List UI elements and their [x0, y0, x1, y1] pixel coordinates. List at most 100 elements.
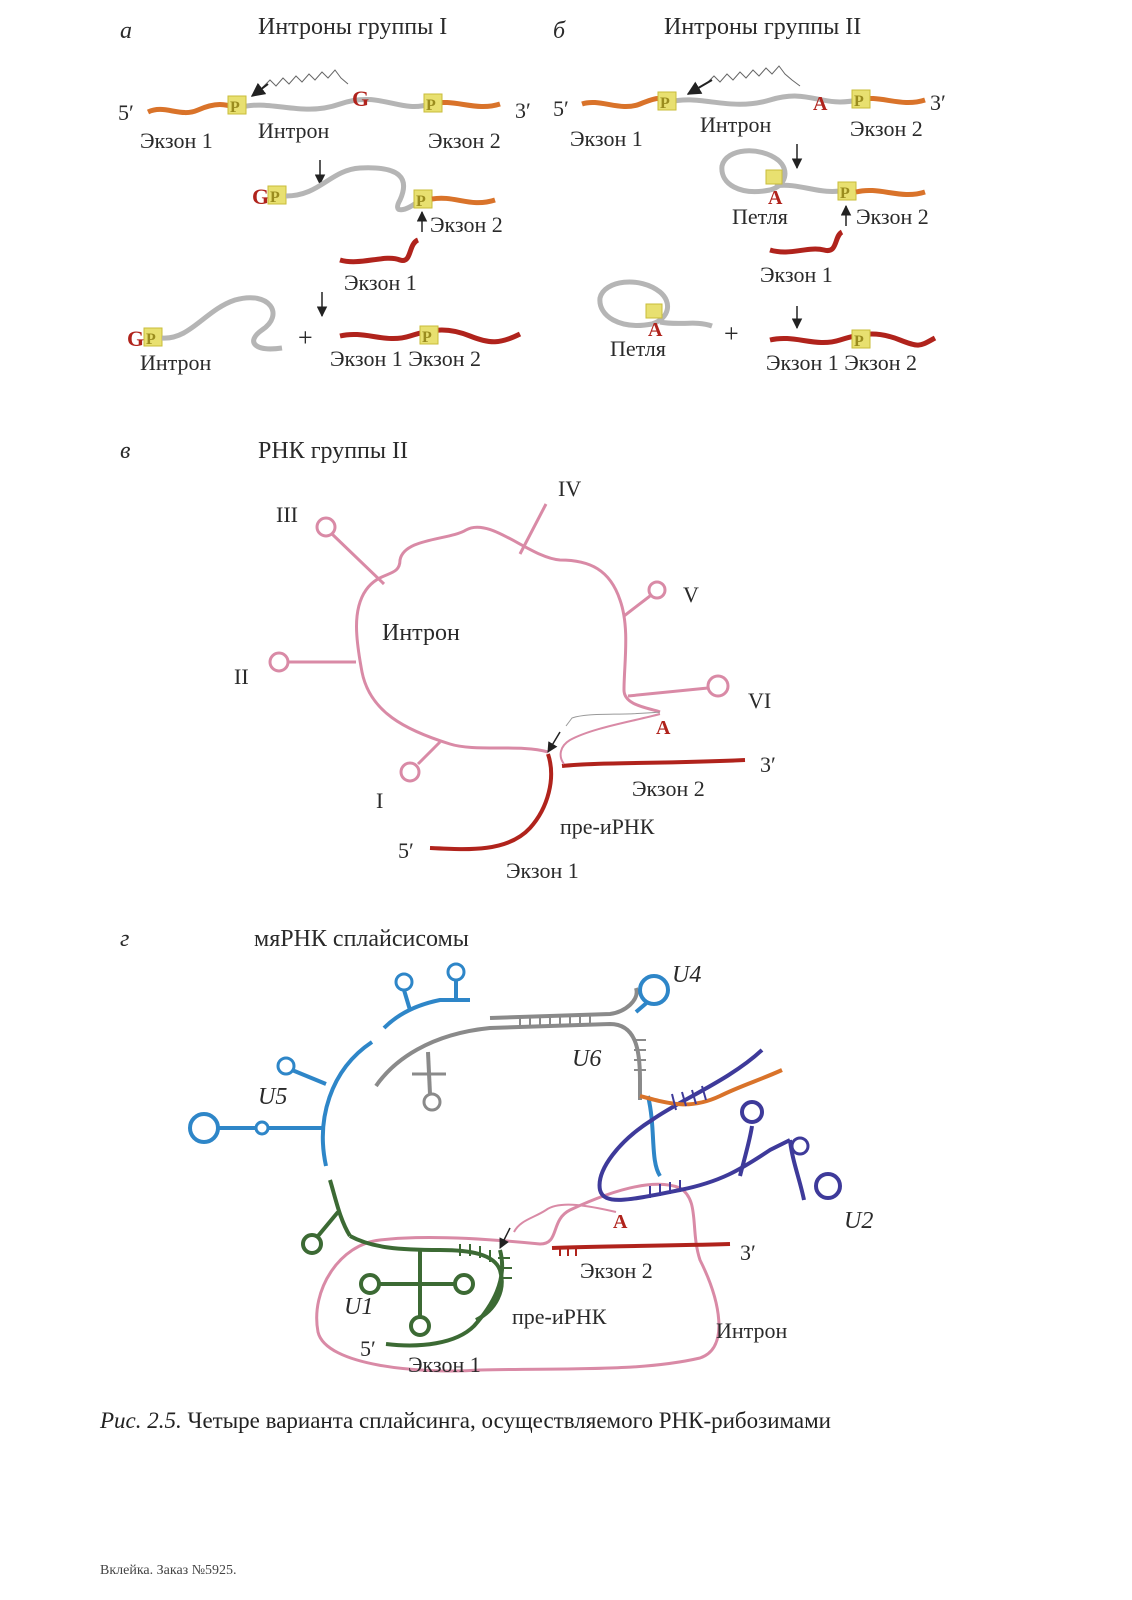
domain-label: III: [276, 502, 298, 527]
three-prime-label: 3′: [760, 752, 776, 777]
exon1-label: Экзон 1: [408, 1352, 481, 1377]
phosphate-box: [227, 95, 247, 115]
intron-ring: [355, 525, 661, 754]
zigzag-connector: [705, 65, 801, 87]
u5-snrna: [188, 962, 470, 1167]
exon2-strand: [561, 758, 746, 768]
phosphate-box: [851, 329, 871, 349]
panel-d-letter: г: [120, 926, 129, 952]
phosphate-label: P: [422, 329, 432, 346]
intron-tail: [659, 319, 713, 329]
exon2-strand: [855, 188, 926, 198]
exon1-strand: [429, 753, 554, 852]
phosphate-label: P: [270, 189, 280, 206]
u1-label: U1: [344, 1294, 373, 1320]
exon2-label: Экзон 2: [856, 204, 929, 229]
domain-vi-stem: [627, 674, 730, 698]
phosphate-box: [765, 169, 783, 185]
phosphate-label: P: [146, 331, 156, 348]
loop-label: Петля: [732, 204, 788, 229]
panel-a-title: Интроны группы I: [258, 14, 447, 40]
attack-arrow: [686, 79, 713, 95]
a-label: A: [613, 1211, 628, 1233]
phosphate-label: P: [854, 333, 864, 350]
u2-snrna: [597, 1048, 842, 1202]
u2-u6-pairing: [671, 1085, 707, 1111]
lariat-loop: [719, 148, 788, 194]
domain-v-stem: [623, 580, 667, 618]
exon2-strand: [431, 195, 496, 206]
exon2-link: [559, 713, 661, 765]
intron-strand: [285, 165, 422, 213]
panel-c: в РНК группы II Интрон I II: [120, 438, 776, 883]
three-prime-label: 3′: [930, 90, 946, 115]
pre-mrna-label: пре-иРНК: [560, 814, 655, 839]
exon1-label: Экзон 1: [344, 270, 417, 295]
five-prime-label: 5′: [118, 100, 134, 125]
phosphate-box: [657, 91, 677, 111]
intron-label: Интрон: [140, 350, 212, 375]
g-label: G: [352, 86, 369, 111]
exon1-strand: [385, 1249, 505, 1348]
figure-caption: Рис. 2.5. Четыре варианта сплайсинга, ос…: [99, 1408, 831, 1433]
exon2-ticks: [559, 1248, 577, 1256]
a-label: A: [813, 93, 828, 115]
panel-a: а Интроны группы I 5′ P P G 3′ Экзон 1 И…: [118, 14, 531, 375]
print-footer: Вклейка. Заказ №5925.: [100, 1563, 237, 1578]
exon1-strand: [339, 237, 420, 265]
exon2-label: Экзон 2: [850, 116, 923, 141]
a-label: A: [648, 319, 663, 341]
u5-label: U5: [258, 1084, 287, 1110]
loop-label: Петля: [610, 336, 666, 361]
phosphate-box: [423, 93, 443, 113]
three-prime-label: 3′: [515, 98, 531, 123]
exon1-label: Экзон 1: [760, 262, 833, 287]
u6-label: U6: [572, 1046, 601, 1072]
exon2-label: Экзон 2: [430, 212, 503, 237]
intron-label: Интрон: [716, 1318, 788, 1343]
intron-outline: [315, 1182, 721, 1373]
intron-strand: [161, 295, 283, 352]
phosphate-label: P: [426, 97, 436, 114]
phosphate-label: P: [230, 99, 240, 116]
exon1-label: Экзон 1: [570, 126, 643, 151]
three-prime-label: 3′: [740, 1240, 756, 1265]
exon2-label: Экзон 2: [580, 1258, 653, 1283]
u6-snrna: [374, 987, 646, 1112]
phosphate-box: [645, 303, 663, 319]
phosphate-box: [851, 89, 871, 109]
phosphate-label: P: [840, 185, 850, 202]
orange-strand: [639, 1068, 783, 1107]
panel-d: г мяРНК сплайсисомы U5: [120, 926, 873, 1377]
pre-mrna-label: пре-иРНК: [512, 1304, 607, 1329]
lariat-loop: [597, 279, 670, 328]
panel-a-letter: а: [120, 18, 132, 44]
intron-strand: [774, 182, 847, 194]
panel-b: б Интроны группы II 5′ P P A 3′ Экзон 1 …: [553, 14, 946, 375]
phosphate-label: P: [660, 95, 670, 112]
exon2-label: Экзон 2: [428, 128, 501, 153]
intron-label: Интрон: [700, 112, 772, 137]
u4-snrna: [634, 974, 670, 1178]
phosphate-label: P: [416, 193, 426, 210]
a-label: A: [656, 717, 671, 739]
exon1-strand: [146, 102, 239, 116]
domain-label: VI: [748, 688, 771, 713]
domain-ii-stem: [268, 651, 356, 673]
intron-strand: [237, 97, 431, 112]
branch-connector: [513, 1203, 617, 1233]
intron-label: Интрон: [382, 620, 460, 646]
five-prime-label: 5′: [398, 838, 414, 863]
exon1-strand: [769, 229, 844, 255]
domain-label: V: [683, 582, 699, 607]
plus-sign: +: [724, 319, 739, 348]
domain-iii-stem: [315, 516, 386, 586]
domain-label: IV: [558, 476, 581, 501]
panel-b-letter: б: [553, 18, 566, 44]
panel-c-letter: в: [120, 438, 130, 464]
five-prime-label: 5′: [553, 96, 569, 121]
domain-label: II: [234, 664, 249, 689]
u1-snrna: [301, 1179, 512, 1337]
intron-label: Интрон: [258, 118, 330, 143]
